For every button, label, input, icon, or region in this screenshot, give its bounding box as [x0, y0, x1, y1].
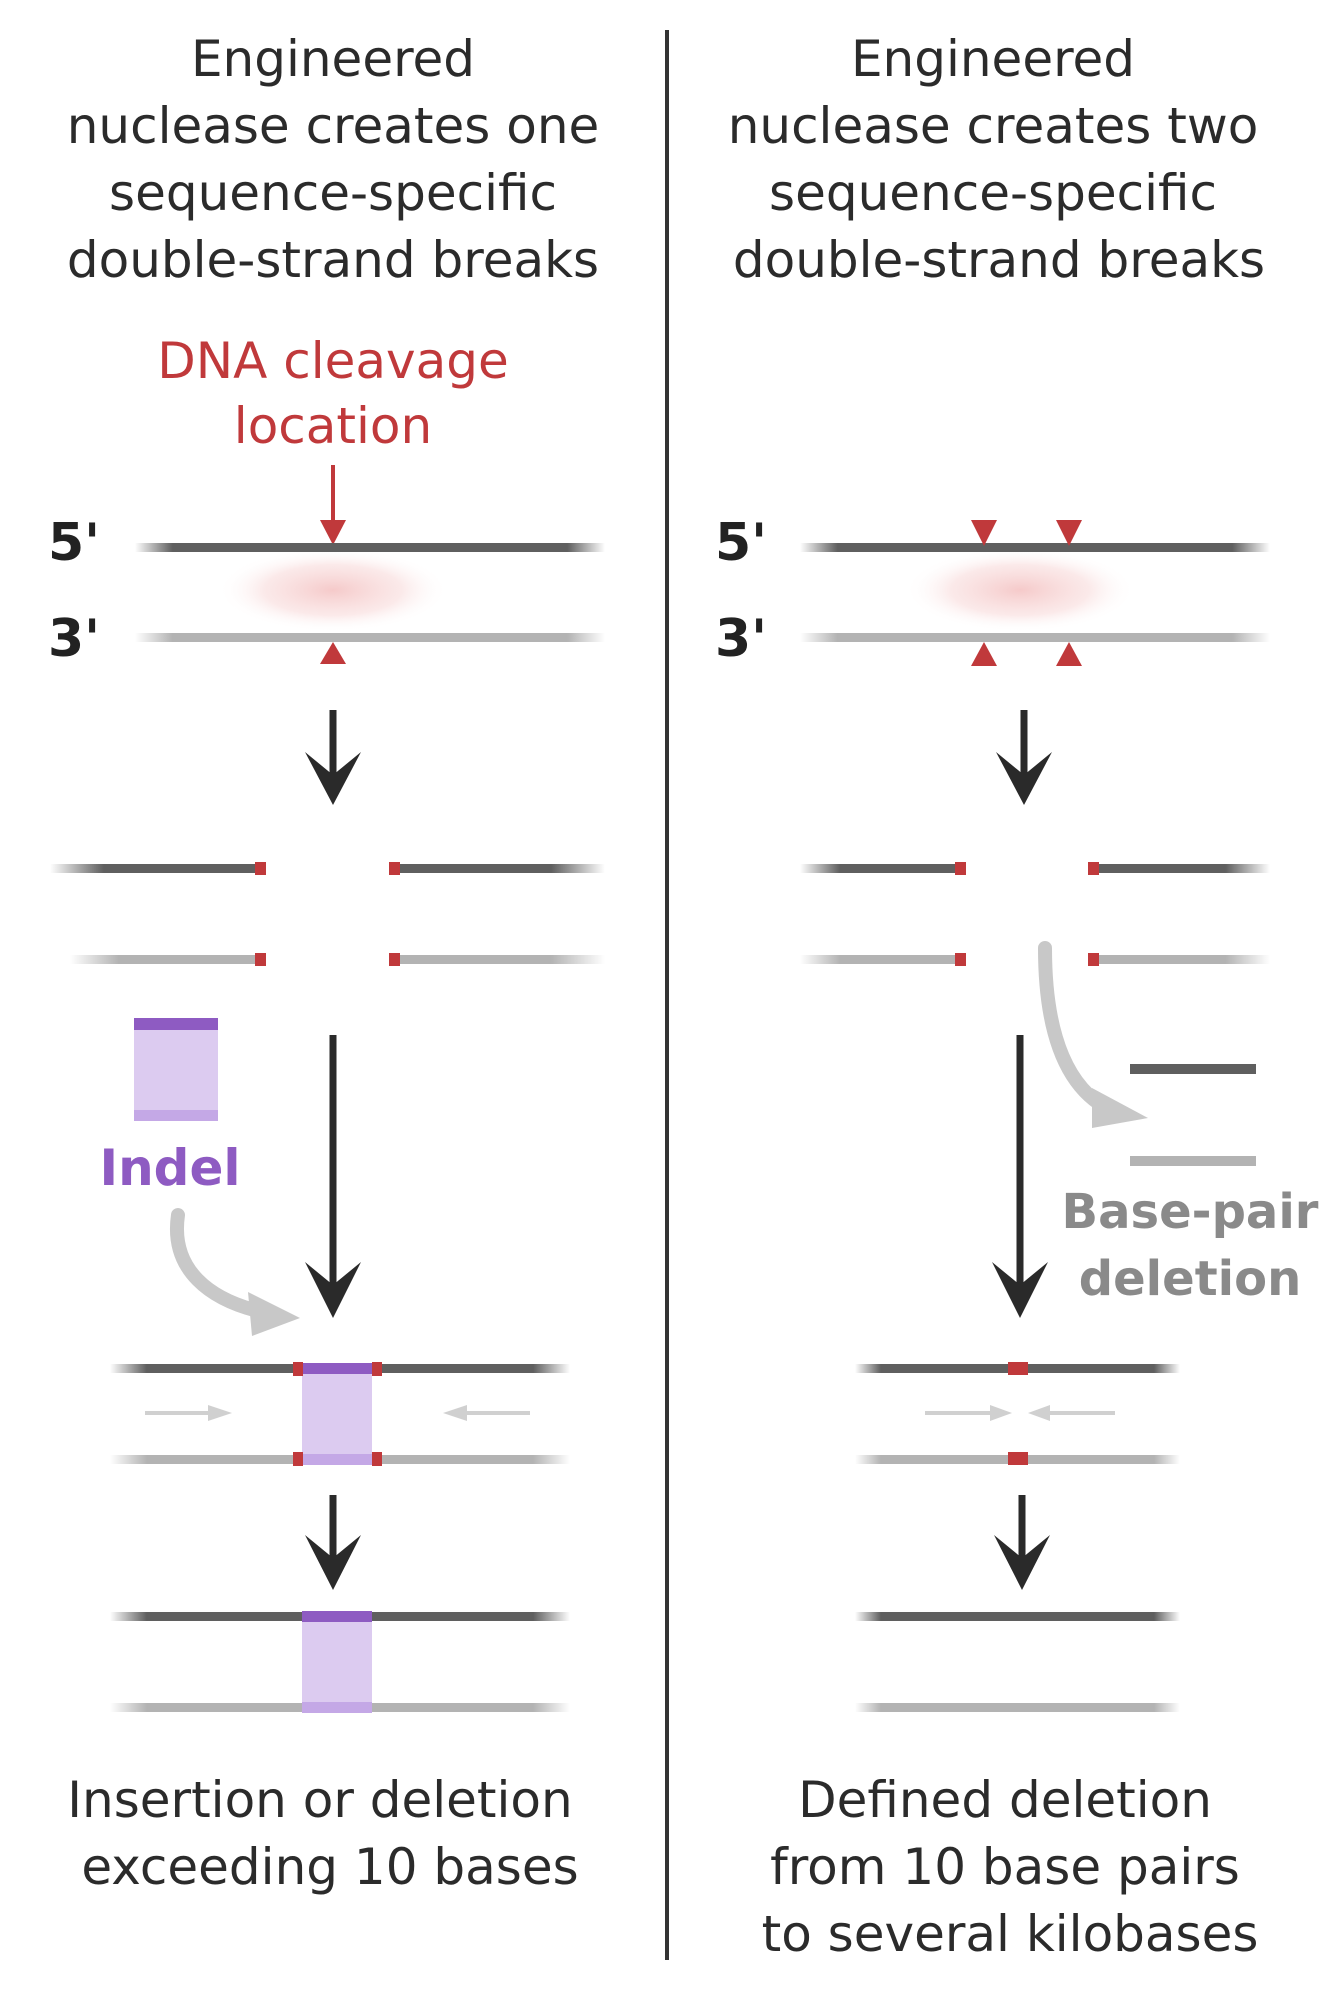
right-break-end-2	[1088, 862, 1099, 875]
right-broken-top-right	[1092, 864, 1270, 873]
right-ligation-arrowhead-b	[1028, 1405, 1050, 1421]
left-5prime-label: 5'	[48, 513, 100, 573]
indel-curved-arrow	[169, 1208, 269, 1319]
right-title-line-4: double-strand breaks	[733, 231, 1265, 289]
excised-bottom-strand	[1130, 1156, 1256, 1166]
right-bottom-strand	[800, 633, 1270, 642]
right-bottom-cut-marker-2	[1056, 642, 1082, 666]
left-repair-insert-fill	[302, 1364, 372, 1464]
indel-block-bottom	[134, 1110, 218, 1121]
left-step-arrowhead-2	[305, 1262, 361, 1318]
left-title-line-4: double-strand breaks	[67, 231, 599, 289]
right-bottom-cut-marker-1	[971, 642, 997, 666]
right-title-line-1: Engineered	[851, 30, 1135, 88]
left-broken-bottom-right	[390, 955, 605, 964]
right-panel: Engineered nuclease creates two sequence…	[715, 30, 1319, 1963]
left-ligation-arrowhead-a	[208, 1405, 232, 1421]
left-result-line-2: exceeding 10 bases	[81, 1838, 578, 1896]
removed-label-line-1: Base-pair	[1062, 1184, 1319, 1240]
right-title-line-2: nuclease creates two	[728, 97, 1259, 155]
left-break-end-4	[389, 953, 400, 966]
left-repair-end-1	[293, 1362, 303, 1376]
right-result-line-1: Defined deletion	[798, 1771, 1212, 1829]
right-title-line-3: sequence-specific	[769, 164, 1217, 222]
left-broken-top-right	[390, 864, 605, 873]
left-step-arrowhead-3	[305, 1535, 361, 1590]
right-broken-bottom-left	[800, 955, 960, 964]
bottom-cut-marker	[320, 642, 346, 664]
right-repair-end-top	[1008, 1362, 1028, 1375]
right-top-cut-marker-2	[1056, 520, 1082, 546]
right-result-line-2: from 10 base pairs	[770, 1838, 1240, 1896]
indel-label: Indel	[99, 1139, 240, 1197]
right-3prime-label: 3'	[715, 609, 767, 669]
left-repair-insert-bottom	[302, 1454, 372, 1465]
left-broken-bottom-left	[70, 955, 265, 964]
right-ligation-arrowhead-a	[990, 1405, 1012, 1421]
left-title-line-1: Engineered	[191, 30, 475, 88]
left-final-insert-fill	[302, 1612, 372, 1712]
left-panel: Engineered nuclease creates one sequence…	[48, 30, 605, 1896]
left-title-line-2: nuclease creates one	[67, 97, 600, 155]
right-break-end-3	[955, 953, 966, 966]
right-top-cut-marker-1	[971, 520, 997, 546]
excision-curved-arrow	[1038, 941, 1117, 1117]
right-final-bottom-strand	[855, 1703, 1180, 1712]
left-final-insert-top	[302, 1611, 372, 1622]
left-3prime-label: 3'	[48, 609, 100, 669]
cleavage-label-line-1: DNA cleavage	[157, 332, 509, 390]
left-bottom-strand	[135, 633, 605, 642]
right-step-arrowhead-1	[996, 752, 1052, 805]
right-break-end-4	[1088, 953, 1099, 966]
removed-label-line-2: deletion	[1079, 1251, 1301, 1307]
excised-top-strand	[1130, 1064, 1256, 1074]
left-repair-insert-top	[302, 1363, 372, 1374]
right-final-top-strand	[855, 1612, 1180, 1621]
cleavage-pointer-arrowhead	[320, 520, 346, 545]
left-break-end-3	[255, 953, 266, 966]
left-broken-top-left	[50, 864, 265, 873]
cleavage-glow	[218, 548, 448, 632]
excision-curved-arrowhead	[1092, 1088, 1148, 1128]
left-break-end-2	[389, 862, 400, 875]
indel-block-top	[134, 1018, 218, 1030]
indel-curved-arrowhead	[248, 1292, 300, 1336]
left-ligation-arrowhead-b	[443, 1405, 467, 1421]
right-repair-end-bottom	[1008, 1452, 1028, 1465]
left-repair-end-2	[372, 1362, 382, 1376]
left-top-strand	[135, 543, 605, 552]
cleavage-label-line-2: location	[234, 397, 432, 455]
left-final-insert-bottom	[302, 1702, 372, 1713]
left-break-end-1	[255, 862, 266, 875]
right-top-strand	[800, 543, 1270, 552]
right-cleavage-glow	[905, 548, 1135, 632]
left-repair-end-3	[293, 1452, 303, 1466]
right-result-line-3: to several kilobases	[762, 1905, 1259, 1963]
left-repair-end-4	[372, 1452, 382, 1466]
right-step-arrowhead-3	[994, 1535, 1050, 1590]
indel-block-fill	[134, 1018, 218, 1121]
left-result-line-1: Insertion or deletion	[67, 1771, 572, 1829]
right-5prime-label: 5'	[715, 513, 767, 573]
right-broken-bottom-right	[1092, 955, 1270, 964]
right-break-end-1	[955, 862, 966, 875]
right-step-arrowhead-2	[992, 1262, 1048, 1318]
left-title-line-3: sequence-specific	[109, 164, 557, 222]
left-step-arrowhead-1	[305, 752, 361, 805]
right-broken-top-left	[800, 864, 960, 873]
